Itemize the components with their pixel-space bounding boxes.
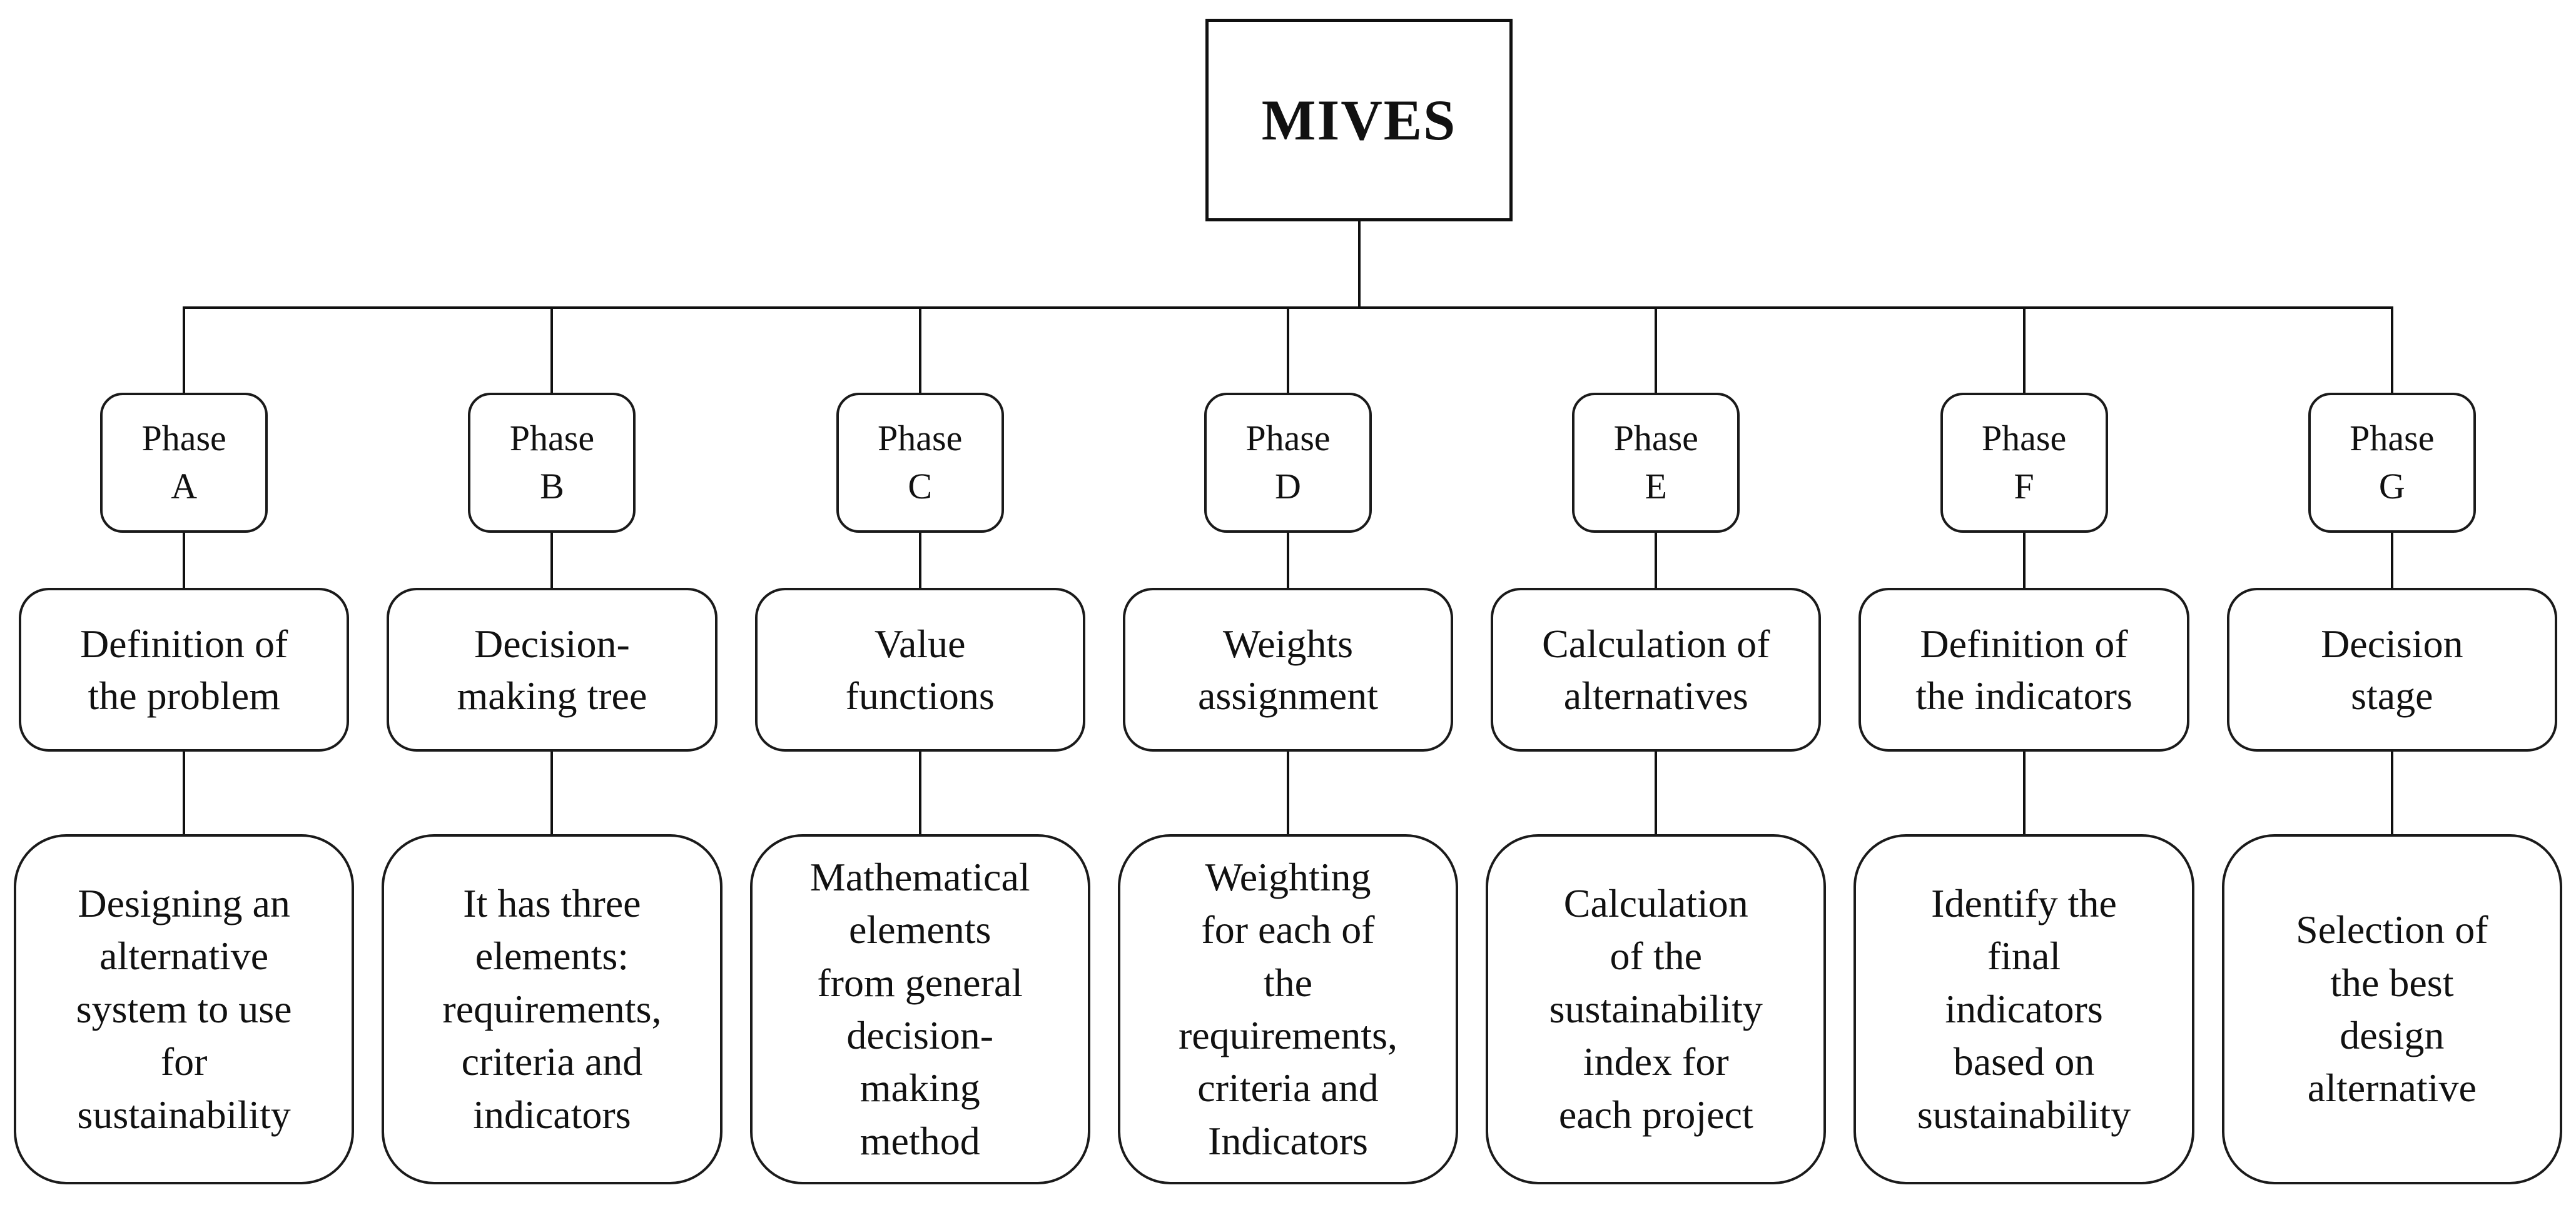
connector-line xyxy=(918,752,921,834)
connector-line xyxy=(1655,306,1658,393)
phase-letter: E xyxy=(1645,466,1667,507)
phases-area: Phase A Definition of the problem Design… xyxy=(0,306,2576,1188)
phase-column-b: Phase B Decision- making tree It has thr… xyxy=(368,306,736,1188)
phase-column-c: Phase C Value functions Mathematical ele… xyxy=(736,306,1104,1188)
connector-line xyxy=(918,533,921,588)
connector-line xyxy=(183,306,186,393)
phase-title-box-a: Definition of the problem xyxy=(19,588,350,752)
phase-description: Calculation of the sustainability index … xyxy=(1549,880,1763,1137)
phase-letter: G xyxy=(2378,466,2405,507)
phase-label-box-c: Phase C xyxy=(836,393,1004,533)
phase-word: Phase xyxy=(141,418,226,459)
connector-line xyxy=(2390,533,2393,588)
phase-description-box-e: Calculation of the sustainability index … xyxy=(1486,834,1827,1184)
phase-word: Phase xyxy=(1245,418,1331,459)
connector-line xyxy=(2022,533,2026,588)
phase-description: Weighting for each of the requirements, … xyxy=(1178,854,1398,1163)
phase-label-box-f: Phase F xyxy=(1940,393,2108,533)
phase-description-box-f: Identify the final indicators based on s… xyxy=(1853,834,2194,1184)
root-connector-line xyxy=(1358,221,1361,308)
phase-word: Phase xyxy=(2350,418,2435,459)
phase-letter: B xyxy=(540,466,564,507)
connector-line xyxy=(2390,752,2393,834)
connector-line xyxy=(550,752,554,834)
phase-title-box-b: Decision- making tree xyxy=(387,588,718,752)
phase-title-box-g: Decision stage xyxy=(2226,588,2557,752)
connector-line xyxy=(1655,752,1658,834)
phase-label-box-e: Phase E xyxy=(1572,393,1740,533)
connector-line xyxy=(183,752,186,834)
phase-title: Definition of the problem xyxy=(79,621,288,718)
phase-description-box-b: It has three elements: requirements, cri… xyxy=(382,834,723,1184)
phase-title-box-e: Calculation of alternatives xyxy=(1491,588,1822,752)
connector-line xyxy=(1286,752,1289,834)
connector-line xyxy=(2390,306,2393,393)
phase-description-box-g: Selection of the best design alternative xyxy=(2221,834,2562,1184)
phase-description: Mathematical elements from general decis… xyxy=(809,854,1030,1163)
phase-column-d: Phase D Weights assignment Weighting for… xyxy=(1104,306,1472,1188)
root-node-mives: MIVES xyxy=(1205,19,1513,221)
phase-word: Phase xyxy=(509,418,595,459)
phase-description-box-c: Mathematical elements from general decis… xyxy=(749,834,1090,1184)
phase-description: Selection of the best design alternative xyxy=(2296,907,2488,1111)
phase-column-a: Phase A Definition of the problem Design… xyxy=(0,306,368,1188)
connector-line xyxy=(918,306,921,393)
connector-line xyxy=(550,533,554,588)
phase-title: Definition of the indicators xyxy=(1915,621,2132,718)
phase-columns: Phase A Definition of the problem Design… xyxy=(0,306,2576,1188)
root-label: MIVES xyxy=(1261,88,1457,152)
connector-line xyxy=(1286,533,1289,588)
phase-title-box-d: Weights assignment xyxy=(1122,588,1454,752)
phase-label-box-a: Phase A xyxy=(100,393,268,533)
phase-description: Designing an alternative system to use f… xyxy=(76,880,292,1137)
phase-letter: C xyxy=(908,466,933,507)
phase-description: It has three elements: requirements, cri… xyxy=(442,880,662,1137)
phase-description-box-d: Weighting for each of the requirements, … xyxy=(1117,834,1459,1184)
connector-line xyxy=(550,306,554,393)
connector-line xyxy=(1286,306,1289,393)
phase-description-box-a: Designing an alternative system to use f… xyxy=(14,834,355,1184)
phase-label-box-b: Phase B xyxy=(468,393,636,533)
phase-description: Identify the final indicators based on s… xyxy=(1917,880,2131,1137)
phase-column-f: Phase F Definition of the indicators Ide… xyxy=(1840,306,2208,1188)
phase-letter: D xyxy=(1275,466,1301,507)
connector-line xyxy=(183,533,186,588)
phase-letter: A xyxy=(171,466,198,507)
connector-line xyxy=(1655,533,1658,588)
phase-letter: F xyxy=(2014,466,2034,507)
phase-title: Weights assignment xyxy=(1198,621,1378,718)
phase-column-e: Phase E Calculation of alternatives Calc… xyxy=(1472,306,1840,1188)
phase-label-box-g: Phase G xyxy=(2308,393,2476,533)
phase-column-g: Phase G Decision stage Selection of the … xyxy=(2208,306,2576,1188)
phase-word: Phase xyxy=(1613,418,1698,459)
phase-title: Calculation of alternatives xyxy=(1542,621,1770,718)
phase-title-box-c: Value functions xyxy=(754,588,1085,752)
connector-line xyxy=(2022,752,2026,834)
phase-title: Decision stage xyxy=(2321,621,2463,718)
connector-line xyxy=(2022,306,2026,393)
phase-word: Phase xyxy=(878,418,963,459)
phase-title-box-f: Definition of the indicators xyxy=(1858,588,2189,752)
phase-word: Phase xyxy=(1981,418,2067,459)
phase-title: Decision- making tree xyxy=(457,621,647,718)
phase-label-box-d: Phase D xyxy=(1204,393,1372,533)
phase-title: Value functions xyxy=(845,621,995,718)
